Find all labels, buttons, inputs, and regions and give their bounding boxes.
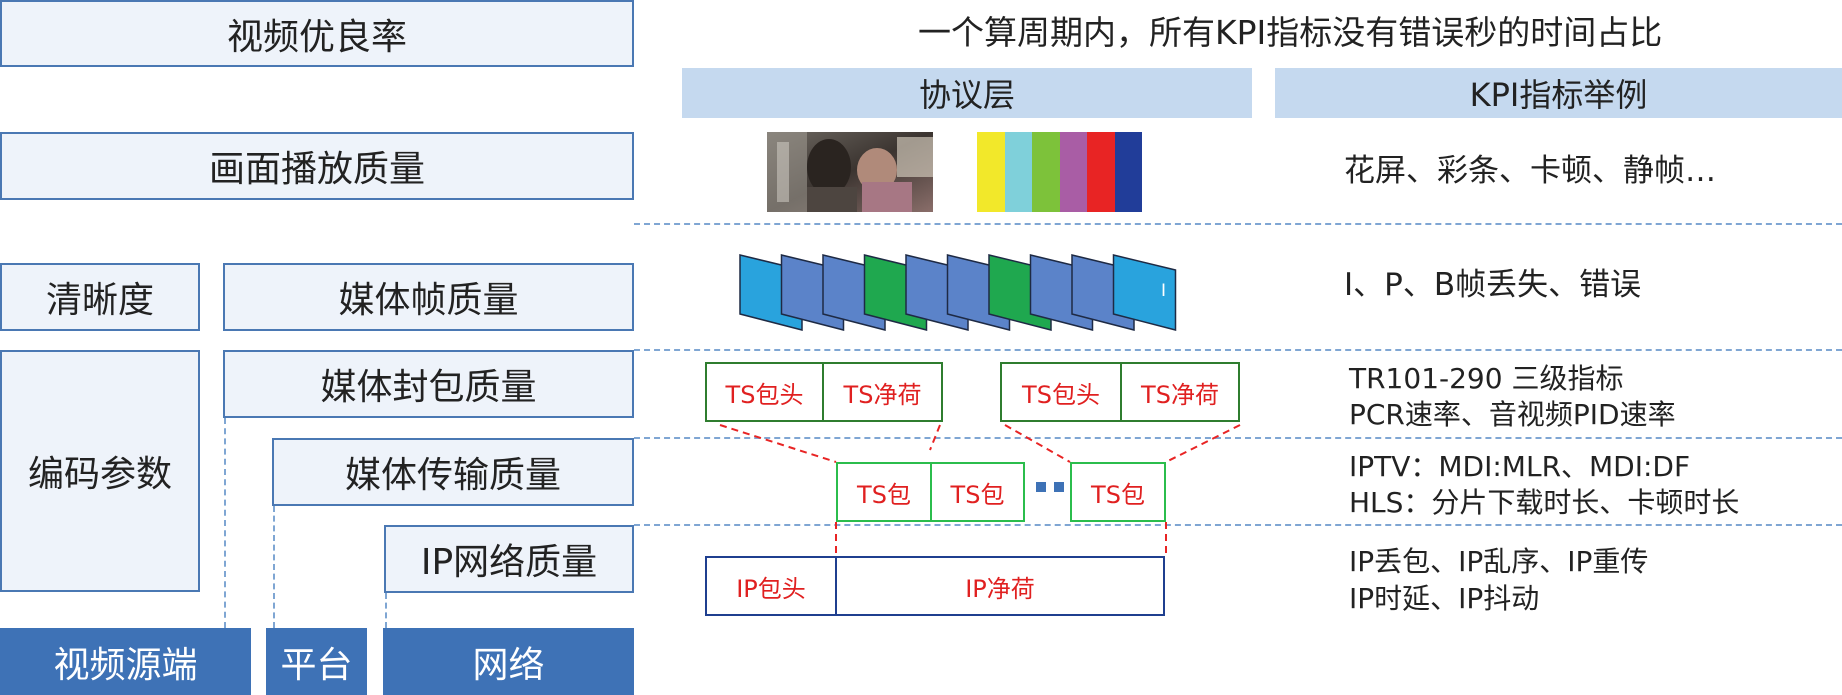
- connector-source-line: [224, 418, 226, 628]
- media-frame-quality-box: 媒体帧质量: [223, 263, 634, 331]
- kpi-transport-text-2: HLS：分片下载时长、卡顿时长: [1349, 486, 1740, 519]
- ts-packet-label-2: TS包: [950, 480, 1005, 509]
- diagram-title: 一个算周期内，所有KPI指标没有错误秒的时间占比: [918, 13, 1663, 52]
- ip-payload-label: IP净荷: [965, 574, 1035, 603]
- ts-packet-box-2: TS包: [930, 462, 1025, 522]
- ip-header-box: IP包头: [705, 556, 837, 616]
- color-bar-3: [1032, 132, 1060, 212]
- picture-quality-box: 画面播放质量: [0, 132, 634, 200]
- separator-line-1: [634, 223, 1842, 225]
- protocol-layer-header: 协议层: [682, 68, 1252, 118]
- ts-payload-label-2: TS净荷: [1141, 380, 1219, 409]
- ip-network-quality-box: IP网络质量: [384, 525, 634, 593]
- frame-label-10: I: [1161, 281, 1166, 301]
- kpi-frame-text: I、P、B帧丢失、错误: [1344, 267, 1642, 303]
- media-transport-quality-box: 媒体传输质量: [272, 438, 634, 506]
- kpi-transport-text-1: IPTV：MDI:MLR、MDI:DF: [1349, 450, 1691, 483]
- ip-payload-box: IP净荷: [835, 556, 1165, 616]
- color-bar-6: [1114, 132, 1142, 212]
- video-quality-rate-label: 视频优良率: [226, 16, 407, 58]
- footer-network-label: 网络: [472, 644, 545, 686]
- ts-payload-label-1: TS净荷: [843, 380, 922, 409]
- color-bar-test-pattern: [977, 132, 1142, 212]
- kpi-examples-label: KPI指标举例: [1469, 76, 1648, 114]
- connector-platform-line: [273, 506, 275, 628]
- encoding-params-box: 编码参数: [0, 350, 200, 592]
- protocol-layer-label: 协议层: [918, 76, 1015, 114]
- ts-header-box-2: TS包头: [1000, 362, 1122, 422]
- color-bar-4: [1059, 132, 1087, 212]
- footer-video-source-label: 视频源端: [53, 644, 198, 686]
- kpi-picture-text: 花屏、彩条、卡顿、静帧…: [1344, 153, 1716, 189]
- kpi-ip-text-2: IP时延、IP抖动: [1349, 582, 1540, 615]
- kpi-packaging-text-2: PCR速率、音视频PID速率: [1349, 398, 1676, 431]
- clarity-box: 清晰度: [0, 263, 200, 331]
- color-bar-5: [1087, 132, 1115, 212]
- kpi-packaging-text-1: TR101-290 三级指标: [1349, 362, 1624, 395]
- separator-line-2: [634, 349, 1842, 351]
- ellipsis-dots: [1036, 482, 1068, 492]
- ts-payload-box-1: TS净荷: [822, 362, 943, 422]
- ip-header-label: IP包头: [736, 574, 806, 603]
- frame-10: [1112, 254, 1177, 331]
- color-bar-1: [977, 132, 1005, 212]
- footer-platform: 平台: [266, 628, 367, 695]
- ts-packet-box-3: TS包: [1070, 462, 1166, 522]
- kpi-examples-header: KPI指标举例: [1275, 68, 1842, 118]
- packet-connector-1: [719, 424, 837, 463]
- video-snapshot-image: [767, 132, 933, 212]
- encoding-params-label: 编码参数: [27, 454, 172, 495]
- kpi-ip-text-1: IP丢包、IP乱序、IP重传: [1349, 545, 1649, 578]
- packet-connector-4: [1165, 424, 1241, 463]
- footer-network: 网络: [383, 628, 634, 695]
- color-bar-2: [1004, 132, 1032, 212]
- ts-packet-label-1: TS包: [857, 480, 911, 509]
- clarity-label: 清晰度: [45, 280, 154, 321]
- connector-network-line: [385, 593, 387, 628]
- ts-header-label-2: TS包头: [1022, 380, 1100, 409]
- separator-line-4: [634, 524, 1842, 526]
- packet-connector-3: [1004, 424, 1071, 463]
- packet-connector-2: [929, 424, 941, 451]
- footer-video-source: 视频源端: [0, 628, 251, 695]
- video-quality-rate-box: 视频优良率: [0, 0, 634, 67]
- picture-quality-label: 画面播放质量: [208, 149, 425, 190]
- ts-payload-box-2: TS净荷: [1120, 362, 1240, 422]
- ip-network-quality-label: IP网络质量: [420, 542, 598, 583]
- media-packaging-quality-label: 媒体封包质量: [320, 367, 537, 408]
- ts-header-box-1: TS包头: [705, 362, 824, 422]
- media-frame-quality-label: 媒体帧质量: [338, 280, 519, 321]
- footer-platform-label: 平台: [280, 644, 353, 686]
- separator-line-3: [634, 437, 1842, 439]
- ts-packet-label-3: TS包: [1091, 480, 1145, 509]
- ts-packet-box-1: TS包: [836, 462, 932, 522]
- media-packaging-quality-box: 媒体封包质量: [223, 350, 634, 418]
- media-transport-quality-label: 媒体传输质量: [344, 455, 561, 496]
- ts-header-label-1: TS包头: [725, 380, 804, 409]
